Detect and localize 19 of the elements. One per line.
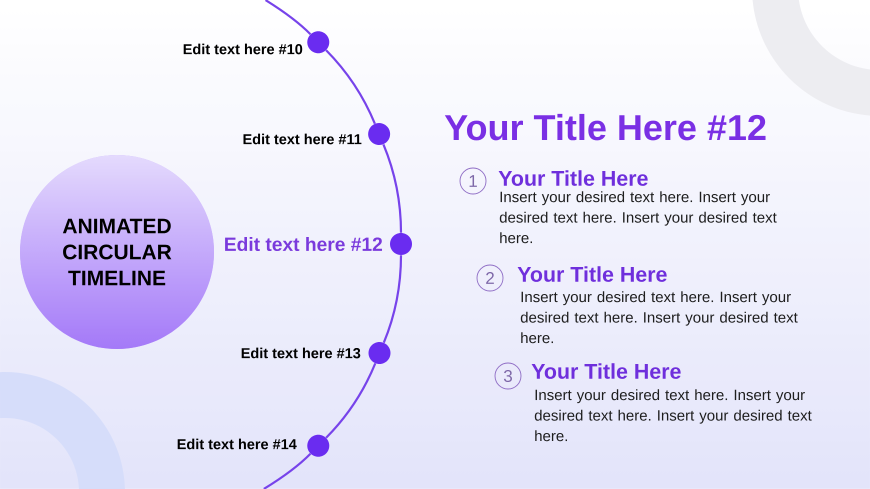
item-text: Insert your desired text here. Insert your desired text here. Insert your desired text here.: [520, 291, 798, 344]
timeline-arc: [382, 144, 402, 233]
item-heading: Your Title Here: [532, 363, 681, 379]
item-heading: Your Title Here: [498, 170, 648, 186]
timeline-arc: [264, 0, 312, 36]
milestone-label: Edit text here #14: [178, 438, 297, 450]
milestone-label: Edit text here #12: [225, 236, 382, 252]
milestone-label: Edit text here #11: [244, 134, 362, 144]
circle-title: ANIMATED CIRCULAR TIMELINE: [62, 218, 172, 286]
item-text: Insert your desired text here. Insert your desired text here. Insert your desired text here.: [500, 191, 777, 244]
milestone-label: Edit text here #13: [242, 348, 360, 358]
timeline-arc: [263, 452, 312, 489]
item-heading: Your Title Here: [518, 266, 667, 282]
item-text: Insert your desired text here. Insert your desired text here. Insert your desired text here.: [534, 389, 812, 442]
title: Your Title Here #12: [444, 114, 766, 140]
timeline-arc: [325, 362, 376, 439]
milestone-label: Edit text here #10: [184, 44, 302, 54]
timeline-arc: [382, 255, 402, 344]
timeline-arc: [325, 49, 376, 124]
